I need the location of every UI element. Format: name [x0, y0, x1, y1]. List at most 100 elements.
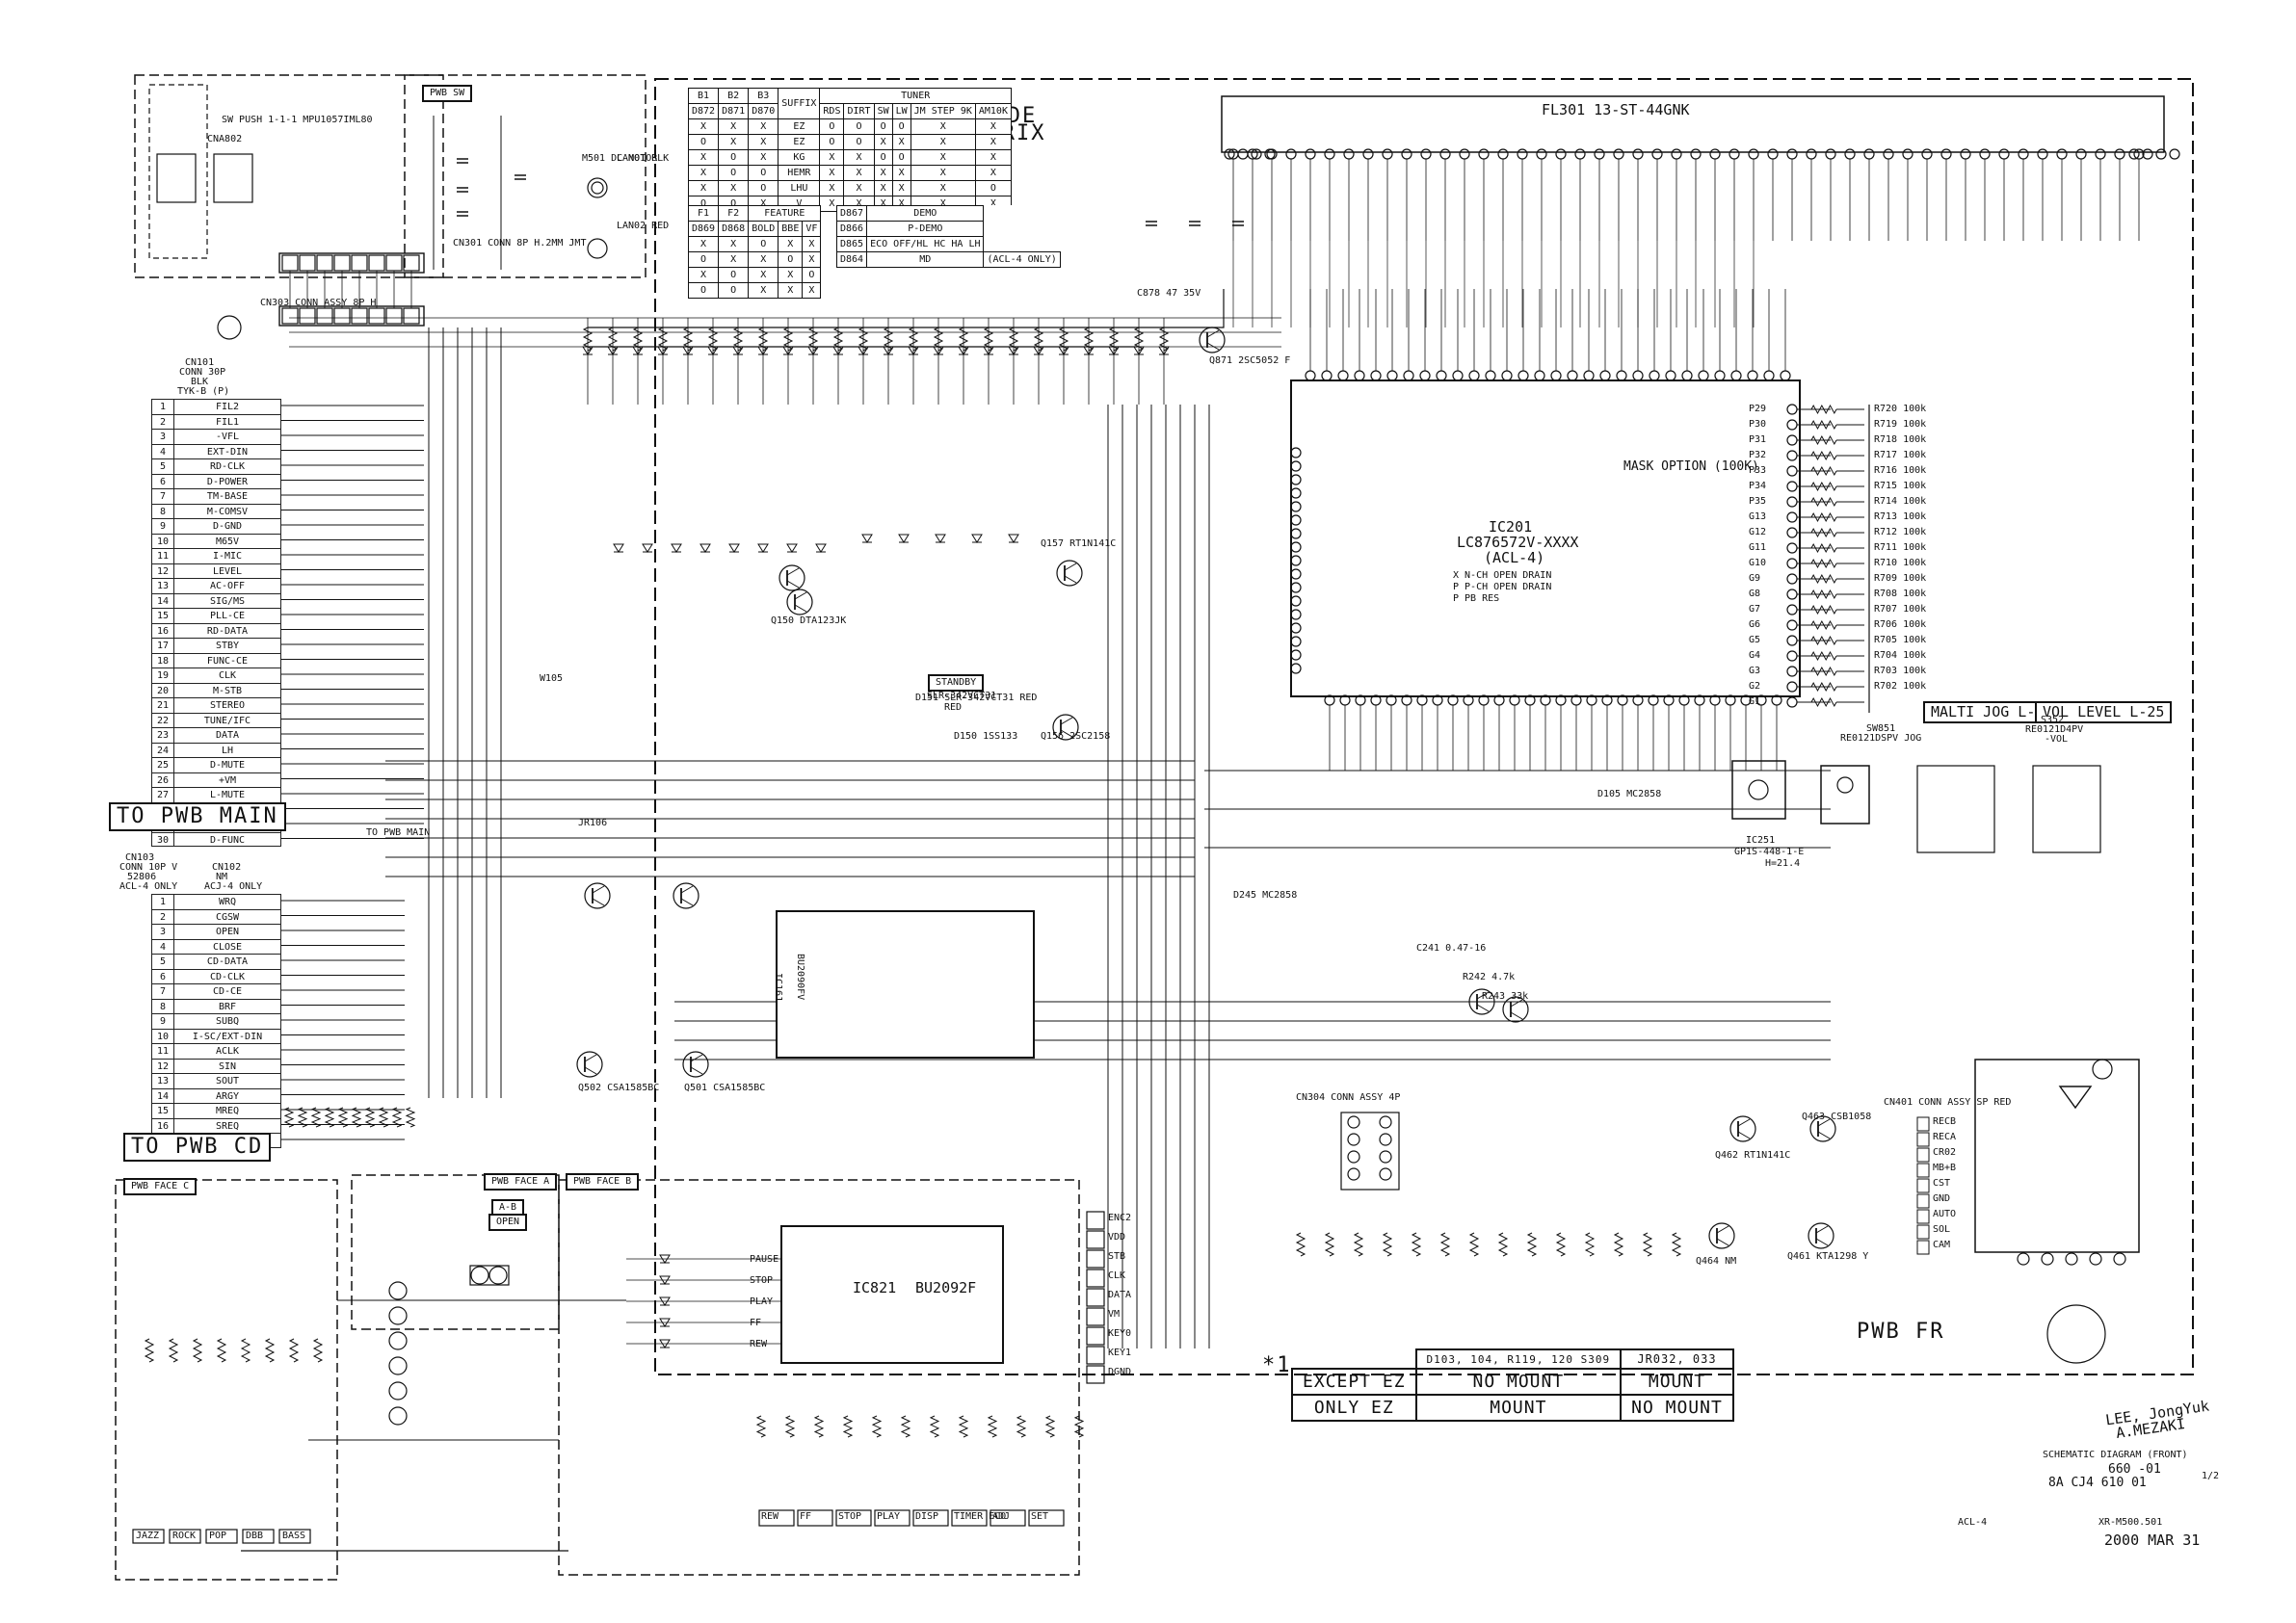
table-cell: O — [873, 118, 893, 135]
cn304-pin — [1379, 1115, 1392, 1129]
cn102-nm: NM — [216, 872, 228, 882]
cn101-type: CONN 30P — [179, 367, 226, 378]
diode — [699, 543, 711, 553]
resistor — [144, 1338, 155, 1363]
pwb-face-c-frame — [115, 1179, 338, 1581]
switch-pin — [1916, 1193, 1930, 1209]
face-b-pin-label: STB — [1108, 1251, 1126, 1262]
ic201-pin — [1485, 370, 1496, 381]
component-label: LAN02 RED — [617, 221, 670, 231]
resistor — [288, 1338, 300, 1363]
ic201-pin — [1290, 514, 1302, 526]
wire — [584, 1054, 597, 1062]
table-cell: O — [748, 165, 779, 181]
pin-label: WRQ — [174, 894, 281, 909]
resistor — [784, 1415, 796, 1438]
fl301-pin — [2128, 148, 2140, 160]
face-a-open-label: OPEN — [488, 1214, 528, 1231]
ic201-pin — [1786, 465, 1798, 477]
face-c-button-label: BASS — [282, 1531, 306, 1541]
ic201-pin — [1517, 370, 1529, 381]
table-cell: X — [873, 180, 893, 196]
right-resistor-label: R706 100k — [1874, 619, 1927, 630]
resistor — [1526, 1232, 1538, 1257]
diode — [861, 534, 873, 543]
pin-number: 8 — [151, 998, 174, 1013]
q157-transistor — [1056, 560, 1083, 587]
pin-label: STBY — [174, 638, 281, 653]
switch-pin — [1916, 1116, 1930, 1132]
component-label: Q502 CSA1585BC — [578, 1083, 660, 1093]
face-c-button-label: JAZZ — [136, 1531, 160, 1541]
pin-number: 13 — [151, 1073, 174, 1088]
resistor — [883, 327, 894, 352]
q871-transistor — [1199, 327, 1226, 353]
table-cell: X — [687, 118, 720, 135]
ic201-pin — [1290, 568, 1302, 580]
ic201-pin — [1501, 370, 1513, 381]
pwb-face-b-frame — [558, 1179, 1080, 1576]
resistor — [1439, 1232, 1451, 1257]
face-b-connector-pin — [1086, 1365, 1105, 1384]
ic201-pin — [1786, 542, 1798, 554]
ic251-body — [1731, 760, 1786, 820]
pin-label: CD-CE — [174, 983, 281, 999]
face-b-button-label: PLAY — [750, 1296, 774, 1307]
fl301-pin — [1420, 148, 1432, 160]
face-b-button — [990, 1509, 1026, 1527]
cna802-left — [156, 153, 197, 203]
switch-label: AUTO — [1933, 1209, 1957, 1219]
wire — [588, 289, 1225, 328]
q463-transistor — [1809, 1115, 1836, 1142]
cn301-pin — [316, 254, 333, 272]
face-b-pin-label: KEY1 — [1108, 1348, 1132, 1358]
fl301-pin — [1960, 148, 1971, 160]
right-pin-label: P30 — [1749, 419, 1767, 430]
face-b-bottom-button-label: ADJ — [992, 1511, 1011, 1522]
table-cell: X — [778, 236, 804, 252]
fl301-pin — [2018, 148, 2029, 160]
face-b-pin-label: VDD — [1108, 1232, 1126, 1243]
pin-number: 14 — [151, 1087, 174, 1103]
wire — [690, 1054, 703, 1062]
table-cell: X — [910, 134, 976, 150]
pin-label: SUBQ — [174, 1013, 281, 1029]
table-cell: O — [819, 118, 845, 135]
right-resistor-label: R710 100k — [1874, 558, 1927, 568]
component-label: D150 1SS133 — [954, 731, 1018, 742]
mount-row2-jumpers: NO MOUNT — [1620, 1394, 1734, 1422]
component-label: Q157 RT1N141C — [1041, 538, 1117, 549]
table-subheader-cell: DIRT — [843, 103, 875, 119]
cn-pin-circle — [217, 315, 242, 340]
pin-number: 20 — [151, 682, 174, 697]
pin-label: RD-DATA — [174, 622, 281, 638]
pin-number: 5 — [151, 458, 174, 474]
table-cell: X — [819, 180, 845, 196]
face-c-button-label: POP — [209, 1531, 227, 1541]
ic201-pin — [1290, 555, 1302, 566]
table-cell: O — [778, 251, 804, 268]
fl301-pin — [1786, 148, 1798, 160]
pin-label: PLL-CE — [174, 608, 281, 623]
resistor — [364, 1107, 376, 1128]
ic201-pin — [1714, 370, 1726, 381]
component-label: Q150 DTA123JK — [771, 615, 847, 626]
switch-pin — [1916, 1209, 1930, 1224]
table-cell: HEMR — [778, 165, 821, 181]
ic201-pin — [1786, 666, 1798, 677]
pin-label: M-COMSV — [174, 503, 281, 518]
diode — [971, 534, 983, 543]
cn301-pin — [368, 254, 385, 272]
ic201-pin — [1599, 370, 1611, 381]
wire — [1815, 1238, 1829, 1246]
pin-number: 23 — [151, 727, 174, 743]
